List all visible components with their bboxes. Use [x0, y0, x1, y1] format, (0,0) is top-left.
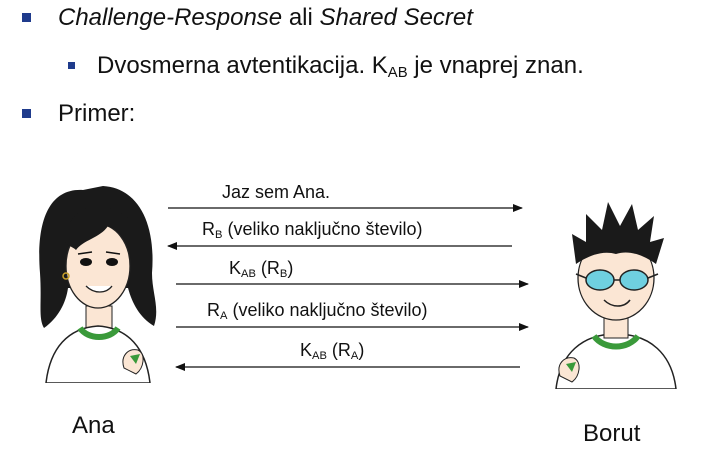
bullet-example: Primer:	[22, 100, 135, 128]
bullet-marker	[68, 62, 75, 69]
message-4-label: RA (veliko naključno število)	[207, 300, 428, 323]
bullet-mutual-authentication: Dvosmerna avtentikacija. KAB je vnaprej …	[68, 52, 584, 82]
bullet-text: Dvosmerna avtentikacija. KAB je vnaprej …	[97, 52, 584, 82]
bullet-challenge-response: Challenge-Response ali Shared Secret	[22, 4, 473, 32]
message-1-label: Jaz sem Ana.	[222, 182, 331, 202]
message-3-label: KAB (RB)	[229, 258, 294, 281]
bullet-marker	[22, 13, 31, 22]
borut-name: Borut	[583, 420, 641, 447]
ana-name: Ana	[72, 412, 115, 439]
bullet-marker	[22, 109, 31, 118]
message-5-label: KAB (RA)	[300, 340, 365, 363]
bullet-text: Primer:	[58, 100, 136, 127]
message-2-label: RB (veliko naključno število)	[202, 219, 423, 242]
borut-illustration	[555, 202, 677, 389]
bullet-text: Challenge-Response ali Shared Secret	[58, 4, 473, 31]
ana-illustration	[39, 186, 157, 383]
